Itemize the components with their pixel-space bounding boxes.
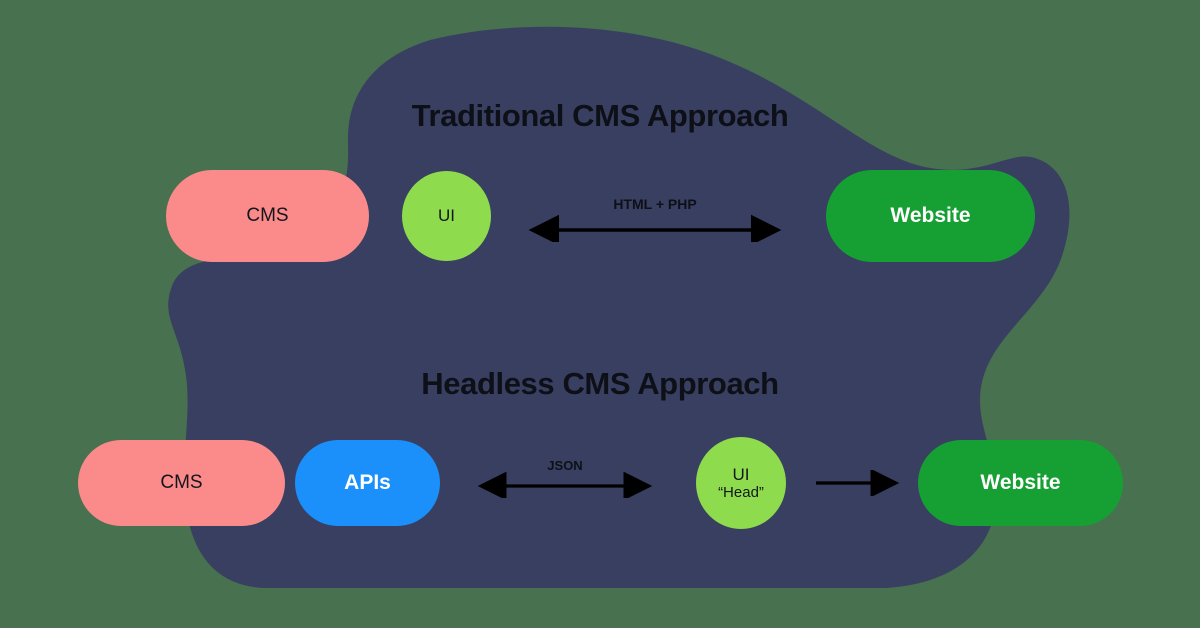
node-cms-traditional[interactable]: CMS [166,170,369,262]
node-cms-headless-label: CMS [160,472,203,494]
bidirectional-arrow-icon [477,471,653,501]
connector-html-php-label: HTML + PHP [613,196,697,212]
arrow-right-icon [816,468,900,498]
node-apis[interactable]: APIs [295,440,440,526]
connector-head-to-website [812,468,906,498]
bidirectional-arrow-icon [528,214,782,246]
section-title-traditional: Traditional CMS Approach [411,98,789,133]
node-cms-headless[interactable]: CMS [78,440,285,526]
node-ui-head-label: UI [732,464,750,484]
node-cms-traditional-label: CMS [246,205,289,227]
node-ui-traditional[interactable]: UI [402,171,491,261]
node-website-traditional-label: Website [890,203,971,227]
node-ui-head-text: UI “Head” [718,465,764,502]
node-ui-head[interactable]: UI “Head” [696,437,786,529]
node-apis-label: APIs [344,470,391,494]
node-website-headless-label: Website [980,470,1061,494]
connector-json-label: JSON [547,458,583,473]
connector-json: JSON [470,458,660,501]
node-website-headless[interactable]: Website [918,440,1123,526]
node-ui-traditional-label: UI [438,206,455,226]
section-title-headless: Headless CMS Approach [421,366,779,401]
connector-html-php: HTML + PHP [520,196,790,246]
node-ui-head-sublabel: “Head” [718,484,764,502]
node-website-traditional[interactable]: Website [826,170,1035,262]
